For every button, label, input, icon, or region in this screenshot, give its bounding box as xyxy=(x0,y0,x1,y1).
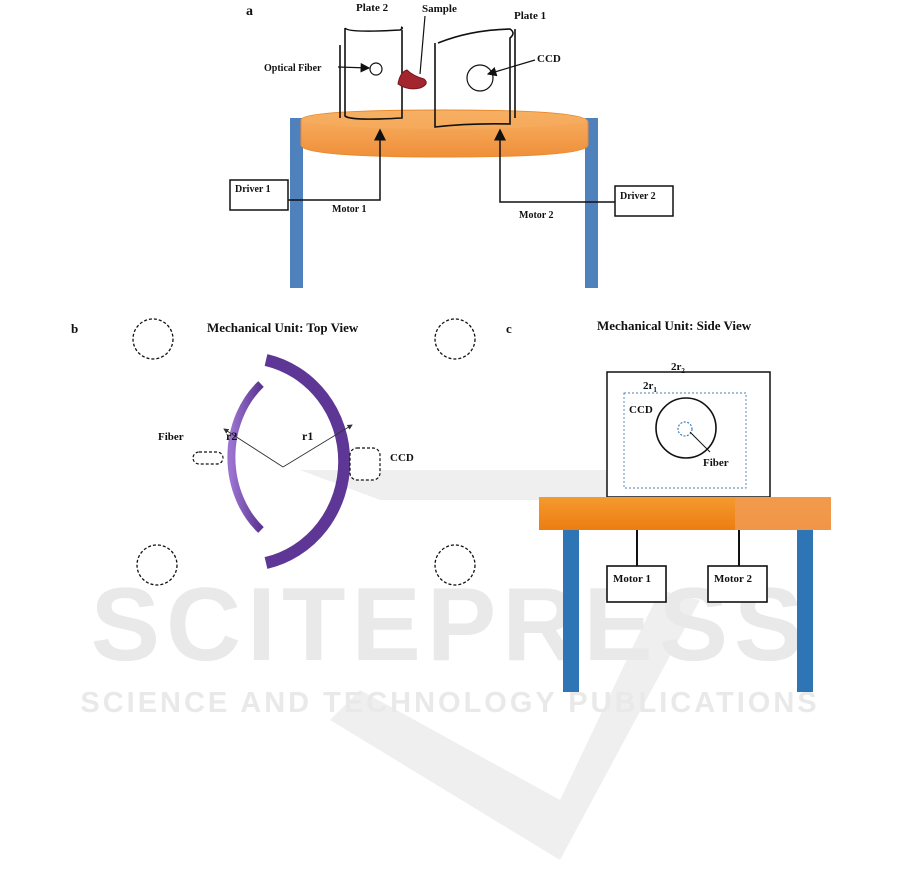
panel-c-title: Mechanical Unit: Side View xyxy=(597,318,752,333)
motor-2-label-c: Motor 2 xyxy=(714,573,752,585)
inner-label-main: 2r xyxy=(643,380,654,392)
r1-label: r1 xyxy=(302,429,313,443)
motor-2-label: Motor 2 xyxy=(519,210,554,221)
panel-b: b Mechanical Unit: Top View r2 r1 Fiber … xyxy=(71,319,475,585)
ccd-label-b: CCD xyxy=(390,452,414,464)
side-right-leg xyxy=(797,530,813,692)
side-left-leg xyxy=(563,530,579,692)
ccd-port-b xyxy=(350,448,380,480)
motor-1-label-c: Motor 1 xyxy=(613,573,651,585)
sample-pointer xyxy=(420,16,425,74)
plate-2-label: Plate 2 xyxy=(356,2,389,14)
driver-2-label: Driver 2 xyxy=(620,191,656,202)
optical-fiber-label: Optical Fiber xyxy=(264,63,322,74)
watermark-sub-text: SCIENCE AND TECHNOLOGY PUBLICATIONS xyxy=(80,687,819,719)
optical-fiber-port xyxy=(370,63,382,75)
sample xyxy=(398,70,426,89)
panel-b-letter: b xyxy=(71,321,78,336)
panel-b-title: Mechanical Unit: Top View xyxy=(207,320,359,335)
panel-a: a Plate 2 Sample Plate 1 Optical Fiber C… xyxy=(230,2,673,288)
corner-leg-top-right xyxy=(435,319,475,359)
optical-fiber-arrow xyxy=(338,67,369,68)
corner-leg-top-left xyxy=(133,319,173,359)
driver-1-label: Driver 1 xyxy=(235,184,271,195)
fiber-port-b xyxy=(193,452,223,464)
sample-label: Sample xyxy=(422,3,457,15)
r2-label: r2 xyxy=(226,429,237,443)
ring-plate-1 xyxy=(266,360,344,563)
ring-plate-2 xyxy=(231,384,261,530)
panel-a-letter: a xyxy=(246,4,253,19)
motor-1-label: Motor 1 xyxy=(332,204,367,215)
panel-c-letter: c xyxy=(506,321,512,336)
fiber-label-c: Fiber xyxy=(703,457,729,469)
ccd-sensor xyxy=(467,65,493,91)
side-table-right-segment xyxy=(735,497,831,530)
outer-label-main: 2r xyxy=(671,361,682,373)
inner-label-sub: 1 xyxy=(653,386,657,394)
outer-label-2r: 2r2 xyxy=(671,361,685,375)
ccd-arrow-a xyxy=(488,60,535,74)
plate-1-label: Plate 1 xyxy=(514,10,546,22)
outer-label-sub: 2 xyxy=(681,367,685,375)
ccd-label-a: CCD xyxy=(537,53,561,65)
ccd-label-c: CCD xyxy=(629,404,653,416)
fiber-label-b: Fiber xyxy=(158,431,184,443)
